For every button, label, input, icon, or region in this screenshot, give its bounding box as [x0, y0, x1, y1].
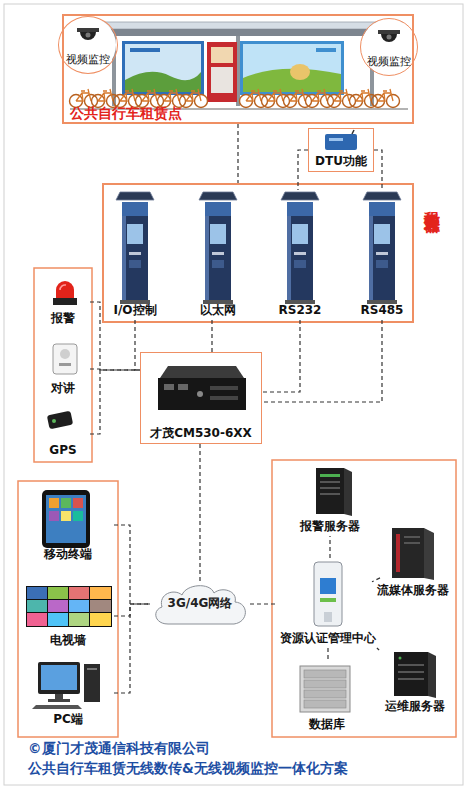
pc-icon: [32, 662, 100, 709]
dashed-connector: [250, 603, 276, 604]
device-node: 报警: [36, 276, 90, 328]
callout-circle: 视频监控: [58, 16, 118, 74]
node-label: 数据库: [309, 718, 345, 732]
auth-center-icon: [314, 562, 342, 626]
bike-station-art: [60, 17, 417, 109]
group-frame: 租赁点管理器I/O控制以太网RS232RS485: [102, 183, 414, 323]
group-heading: 租赁点管理器: [423, 199, 441, 205]
group-frame: [272, 460, 456, 737]
group-frame: 公共自行车租赁点 视频监控 视频监控: [62, 14, 414, 124]
cloud-shape: [156, 586, 246, 624]
node-label: 运维服务器: [385, 700, 445, 714]
server-node: 数据库: [290, 662, 364, 734]
dashed-connector: [211, 320, 212, 352]
alarm-beacon-icon: [53, 281, 77, 305]
node-label: 报警: [51, 312, 75, 326]
node-label: 报警服务器: [300, 520, 360, 534]
server-icon: [394, 652, 436, 698]
dashed-connector: [90, 369, 140, 370]
server-node: 报警服务器: [290, 464, 370, 536]
device-box: DTU功能: [308, 128, 374, 172]
dashed-connector: [237, 124, 238, 183]
dashed-connector: [199, 444, 200, 582]
device-node: 对讲: [36, 340, 90, 398]
node-label: 以太网: [200, 304, 236, 318]
kiosk-art: [116, 192, 401, 304]
terminal-node: 移动终端: [22, 486, 114, 564]
dashed-connector: [262, 320, 382, 402]
kiosk-node: 以太网: [188, 190, 248, 320]
server-node: 流媒体服务器: [372, 524, 454, 600]
gps-icon: [47, 411, 73, 430]
group-heading: 公共自行车租赁点: [70, 105, 182, 121]
dashed-connector: [327, 648, 328, 662]
node-label: 流媒体服务器: [377, 584, 449, 598]
intercom-icon: [53, 344, 77, 374]
tablet-icon: [42, 490, 90, 548]
node-label: 视频监控: [367, 55, 411, 67]
group-frame: [34, 268, 92, 462]
node-label: DTU功能: [315, 155, 367, 169]
node-label: 电视墙: [50, 634, 86, 648]
outer-frame: [4, 4, 463, 785]
caption-text: ©厦门才茂通信科技有限公司: [28, 740, 210, 758]
node-label: GPS: [49, 444, 76, 458]
server-icon: [316, 468, 352, 516]
video-wall-icon: [26, 586, 112, 627]
dashed-connector: [262, 320, 300, 392]
server-icon: [392, 528, 434, 580]
network-cloud: 3G/4G网络: [150, 582, 250, 626]
kiosk-node: RS485: [352, 190, 412, 320]
dashed-connector: [298, 150, 308, 190]
node-label: 移动终端: [44, 548, 92, 562]
node-label: 3G/4G网络: [168, 597, 233, 611]
dashed-connector: [114, 604, 150, 693]
server-node: 资源认证管理中心: [276, 558, 380, 648]
router-device-icon: [158, 366, 246, 410]
dashed-connector: [372, 578, 380, 582]
device-box: 才茂CM530-6XX: [140, 352, 262, 444]
server-node: 运维服务器: [376, 650, 454, 716]
terminal-node: 电视墙: [22, 580, 114, 650]
dashed-connector: [377, 648, 379, 650]
group-frame: [18, 481, 118, 737]
node-label: I/O控制: [113, 304, 156, 318]
kiosk-node: I/O控制: [105, 190, 165, 320]
node-label: RS232: [279, 304, 322, 318]
dashed-connector: [114, 525, 150, 604]
node-label: 资源认证管理中心: [280, 632, 376, 646]
callout-circle: 视频监控: [360, 18, 418, 76]
terminal-node: PC端: [22, 657, 114, 729]
device-node: GPS: [36, 408, 90, 460]
caption-text: 公共自行车租赁无线数传&无线视频监控一体化方案: [28, 760, 348, 778]
dashed-connector: [90, 370, 140, 434]
dashed-connector: [90, 302, 140, 370]
dashed-connector: [374, 150, 382, 190]
dtu-icon: [325, 130, 357, 150]
dashed-connector: [135, 320, 140, 370]
dashed-connector: [114, 604, 150, 616]
node-label: 视频监控: [66, 53, 110, 65]
node-label: 才茂CM530-6XX: [150, 427, 252, 441]
database-icon: [300, 666, 350, 712]
node-label: PC端: [53, 713, 83, 727]
node-label: RS485: [361, 304, 404, 318]
dashed-connector: [329, 536, 330, 558]
kiosk-node: RS232: [270, 190, 330, 320]
node-label: 对讲: [51, 382, 75, 396]
